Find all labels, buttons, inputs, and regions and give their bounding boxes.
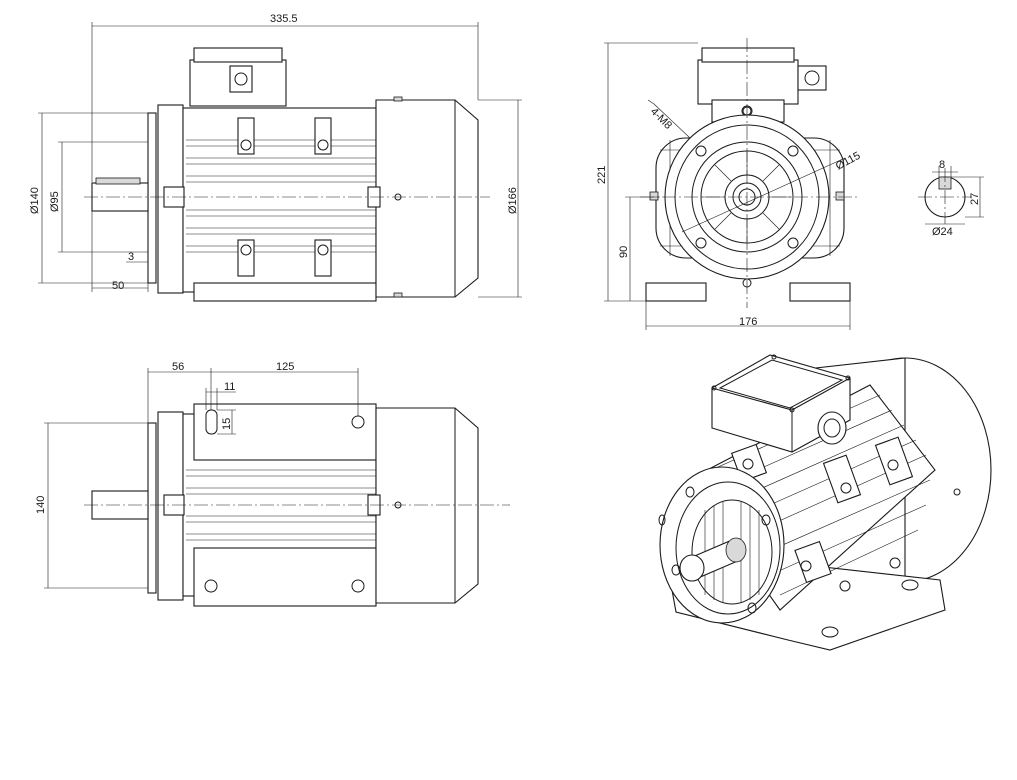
top-view [84,403,510,607]
foot-slot-length-label: 15 [221,418,233,430]
top-fins [186,469,376,541]
isometric-view [658,354,992,651]
bolt-holes-label: 4-M8 [648,106,674,132]
fan-cover-dia-label: Ø166 [507,187,519,214]
side-view-dimensions: 335.5 Ø140 Ø95 3 50 Ø166 [29,13,522,298]
spigot-dia-label: Ø95 [49,191,61,212]
shaft-section-dimensions: 8 27 Ø24 [925,159,984,238]
foot-hole-span-label: 125 [276,361,294,373]
shaft-section [918,168,972,224]
key-height-label: 27 [969,193,981,205]
foot-slot-width-label: 11 [224,381,235,393]
front-view [640,38,860,308]
overall-length-label: 335.5 [270,13,298,25]
side-view [84,47,490,302]
foot-width-label: 140 [35,496,47,514]
foot-span-label: 176 [739,316,757,328]
top-view-dimensions: 56 125 11 15 140 [35,361,359,589]
shaft-length-label: 50 [112,280,124,292]
cooling-fins [186,139,376,253]
flange-dia-label: Ø140 [29,187,41,214]
shaft-height-label: 90 [618,246,630,258]
shaft-dia-label: Ø24 [932,226,953,238]
height-label: 221 [596,166,608,184]
key-width-label: 8 [939,159,945,171]
shoulder-to-foot-label: 56 [172,361,184,373]
spigot-depth-label: 3 [128,251,134,263]
